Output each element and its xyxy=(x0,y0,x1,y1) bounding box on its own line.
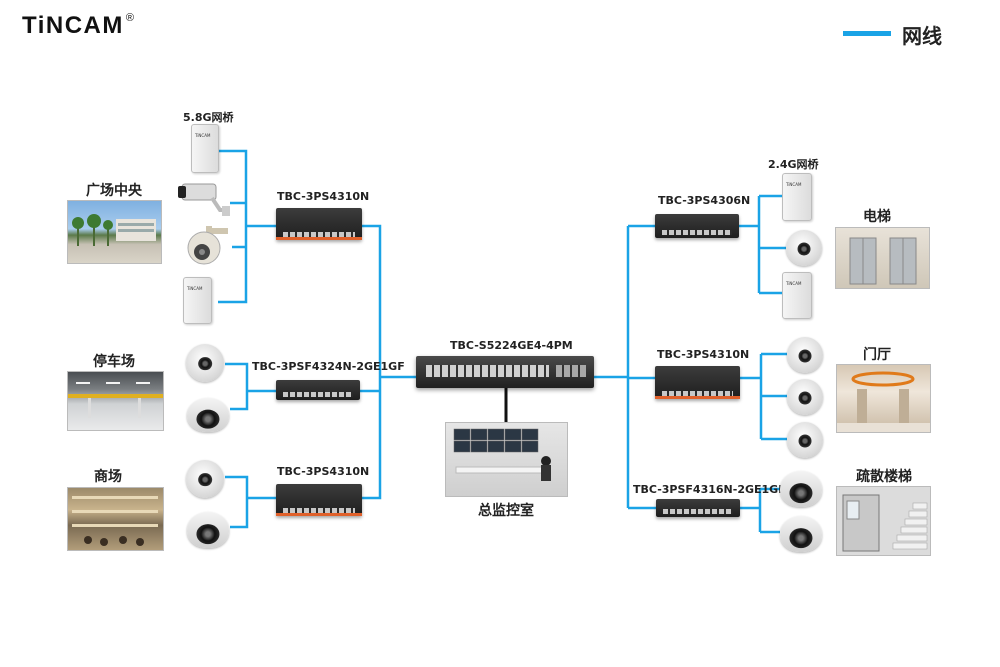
switch-label-parking: TBC-3PSF4324N-2GE1GF xyxy=(252,360,405,373)
plaza-scene xyxy=(72,214,156,246)
parking-photo xyxy=(67,371,164,431)
switch-label-stairs: TBC-3PSF4316N-2GE1GF xyxy=(633,483,786,496)
area-label-lobby: 门厅 xyxy=(863,347,891,363)
switch-label-lobby: TBC-3PS4310N xyxy=(657,348,750,361)
area-label-elevator: 电梯 xyxy=(863,209,891,225)
mall-photo xyxy=(67,487,164,551)
wireless-bridge-icon: TiNCAM xyxy=(782,272,812,319)
dome-camera-icon xyxy=(780,516,822,552)
dome-camera-icon xyxy=(786,230,822,266)
ptz-camera-icon xyxy=(184,222,230,268)
switch-icon xyxy=(655,366,740,399)
switch-icon xyxy=(276,208,362,240)
bridge-24g-label: 2.4G网桥 xyxy=(768,158,819,171)
legend-cable-label: 网线 xyxy=(902,24,942,48)
brand-logo: TiNCAM® xyxy=(22,12,136,39)
parking-scene xyxy=(68,382,163,418)
switch-icon xyxy=(276,484,362,516)
core-switch-label: TBC-S5224GE4-4PM xyxy=(450,339,573,352)
dome-camera-icon xyxy=(780,471,822,507)
dome-camera-icon xyxy=(787,337,823,373)
switch-label-mall: TBC-3PS4310N xyxy=(277,465,370,478)
dome-camera-icon xyxy=(787,422,823,458)
dome-camera-icon xyxy=(787,379,823,415)
bridge-58g-label: 5.8G网桥 xyxy=(183,111,234,124)
control-room-photo xyxy=(445,422,568,497)
wireless-bridge-icon: TiNCAM xyxy=(782,173,812,221)
switch-label-elevator: TBC-3PS4306N xyxy=(658,194,751,207)
elevator-scene xyxy=(849,237,917,285)
switch-icon xyxy=(656,499,740,517)
core-switch-icon xyxy=(416,356,594,388)
mall-scene xyxy=(72,496,158,546)
switch-icon xyxy=(655,214,739,238)
wireless-bridge-icon: TiNCAM xyxy=(183,277,212,324)
control-room-label: 总监控室 xyxy=(478,503,534,519)
switch-label-plaza: TBC-3PS4310N xyxy=(277,190,370,203)
wireless-bridge-icon: TiNCAM xyxy=(191,124,219,173)
dome-camera-icon xyxy=(186,344,224,382)
control-room-scene xyxy=(453,428,551,481)
dome-camera-icon xyxy=(187,398,229,432)
legend-cable-swatch xyxy=(843,31,891,36)
area-label-parking: 停车场 xyxy=(93,354,135,370)
dome-camera-icon xyxy=(186,460,224,498)
area-label-plaza: 广场中央 xyxy=(86,183,142,199)
bullet-camera-icon xyxy=(176,180,232,218)
stairs-scene xyxy=(842,494,928,552)
plaza-photo xyxy=(67,200,162,264)
lobby-photo xyxy=(836,364,931,433)
area-label-stairs: 疏散楼梯 xyxy=(856,469,912,485)
elevator-photo xyxy=(835,227,930,289)
switch-icon xyxy=(276,380,360,400)
lobby-scene xyxy=(837,371,930,432)
area-label-mall: 商场 xyxy=(94,469,122,485)
stairs-photo xyxy=(836,486,931,556)
dome-camera-icon xyxy=(187,512,229,548)
